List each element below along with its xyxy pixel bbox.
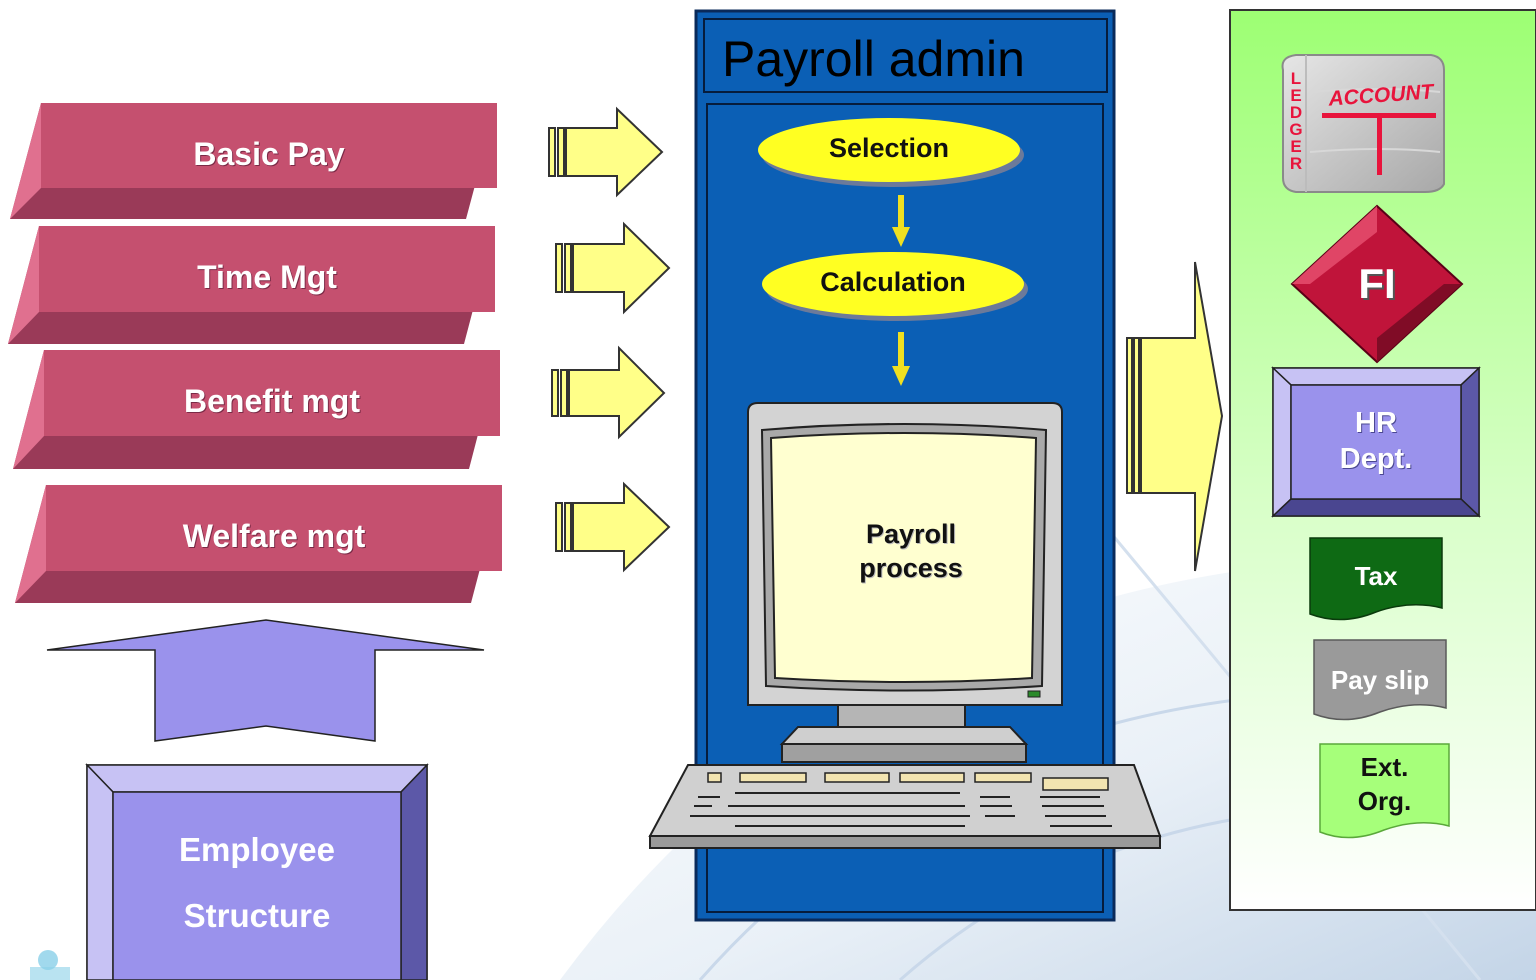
benefit-mgt-label: Benefit mgt [184, 383, 360, 419]
benefit-mgt-bar [13, 350, 500, 469]
tax-label: Tax [1354, 561, 1398, 591]
welfare-mgt-bar [15, 485, 502, 603]
employee-structure-line2: Structure [183, 897, 331, 934]
computer-monitor [747, 402, 1063, 763]
payroll-admin-title: Payroll admin [722, 31, 1025, 87]
ext-org-line2: Org. [1357, 786, 1412, 816]
flow-arrow-2 [892, 332, 910, 386]
ledger-side-letters: LEDGER [1289, 69, 1303, 173]
output-arrow [1126, 261, 1224, 572]
selection-oval [758, 118, 1024, 187]
calculation-label: Calculation [820, 267, 966, 297]
fi-icon [1290, 204, 1464, 364]
time-mgt-bar [8, 226, 495, 344]
hr-dept-box [1271, 366, 1481, 518]
keyboard [648, 764, 1162, 849]
calculation-oval [762, 252, 1028, 321]
basic-pay-bar [10, 103, 497, 219]
fi-label: FI [1358, 260, 1396, 307]
ledger-icon [1281, 54, 1445, 193]
ext-org-document [1319, 743, 1450, 839]
selection-label: Selection [828, 133, 950, 163]
arrow-basic-pay [548, 106, 664, 198]
ext-org-line1: Ext. [1360, 752, 1409, 782]
pay-slip-label: Pay slip [1330, 665, 1430, 695]
up-arrow [46, 619, 485, 742]
employee-structure-box [85, 763, 429, 980]
pay-slip-document [1313, 639, 1447, 721]
time-mgt-label: Time Mgt [197, 259, 337, 295]
payroll-process-line2: process [859, 553, 963, 583]
corner-decoration [30, 950, 70, 980]
employee-structure-line1: Employee [179, 831, 335, 868]
welfare-mgt-label: Welfare mgt [182, 518, 366, 554]
arrow-time-mgt [555, 221, 671, 315]
arrow-welfare-mgt [555, 481, 671, 573]
basic-pay-label: Basic Pay [193, 136, 345, 172]
payroll-process-line1: Payroll [865, 519, 957, 549]
flow-arrow-1 [892, 195, 910, 247]
tax-document [1309, 537, 1443, 621]
hr-dept-line2: Dept. [1339, 443, 1413, 475]
hr-dept-line1: HR [1355, 407, 1397, 439]
arrow-benefit-mgt [551, 345, 666, 440]
